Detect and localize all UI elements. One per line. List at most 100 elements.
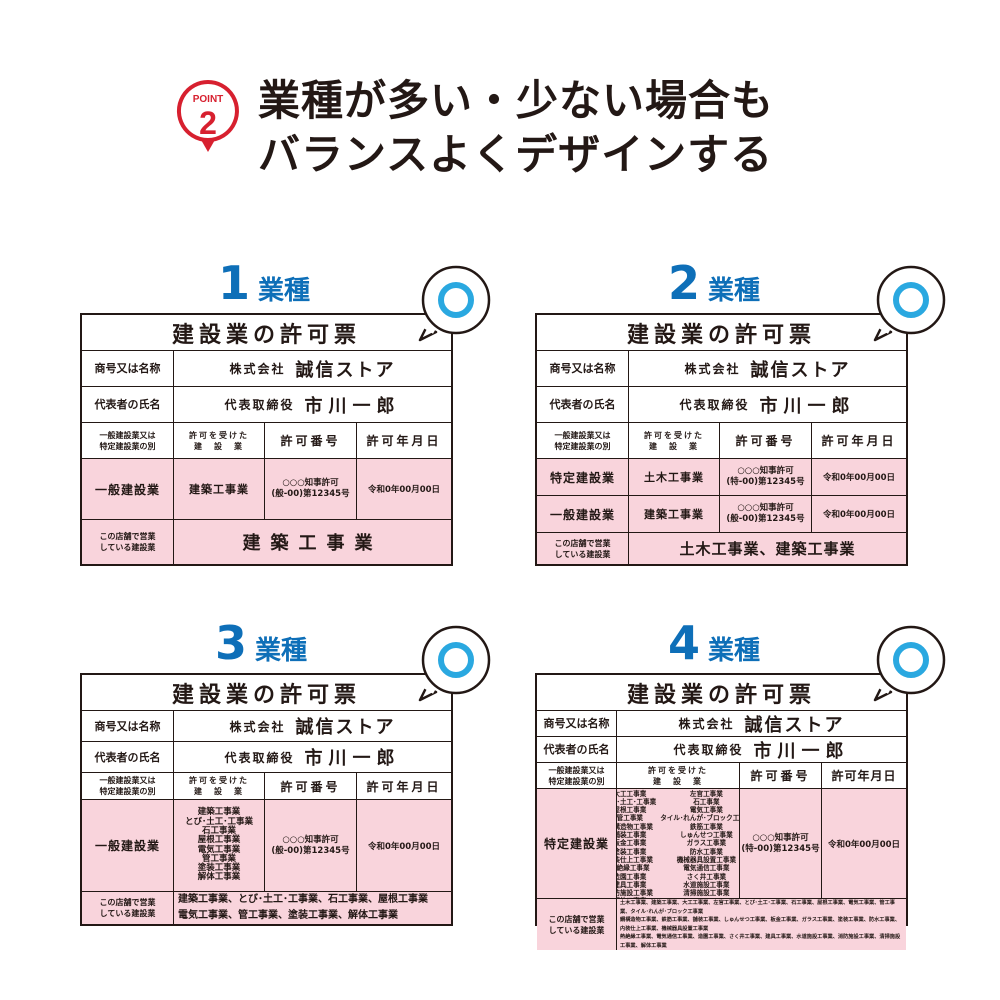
circle-ok-bubble-icon — [418, 625, 491, 702]
sign-title: 建設業の許可票 — [626, 682, 816, 708]
rep-name: 市川一郎 — [304, 395, 401, 417]
category: 特定建設業 — [537, 459, 629, 495]
trade: 塗装工事業 — [617, 847, 647, 856]
trade-list: 建築工事業 とび･土工･工事業 石工事業 屋根工事業 電気工事業 管工事業 塗装… — [184, 808, 253, 883]
section-label: 業種 — [255, 636, 308, 666]
trade: 解体工事業 — [197, 872, 241, 883]
trade: とび･土工･工事業 — [617, 797, 657, 806]
rep-label: 代表者の氏名 — [537, 737, 617, 762]
rep-name: 市川一郎 — [759, 395, 856, 417]
trade: 塗装工事業 — [197, 863, 241, 874]
permit-header: 許可番号 — [265, 773, 357, 799]
license-row: 一般建設業 建築工事業 ○○○知事許可 (般-00)第12345号 令和0年00… — [537, 496, 906, 533]
company-prefix: 株式会社 — [229, 362, 286, 376]
date-header: 許可年月日 — [366, 779, 442, 794]
trade: 建築工事業 — [174, 459, 265, 519]
type-label: 一般建設業又は 特定建設業の別 — [82, 773, 174, 799]
name-label: 商号又は名称 — [537, 711, 617, 736]
trade: 屋根工事業 — [617, 806, 647, 815]
name-label: 商号又は名称 — [82, 711, 174, 741]
rep-name: 市川一郎 — [753, 740, 850, 762]
section-title-1: 1 業種 — [218, 258, 310, 308]
rep-cell: 代表取締役 市川一郎 — [174, 742, 451, 772]
company-prefix: 株式会社 — [229, 719, 286, 734]
license-row: 一般建設業 建築工事業 とび･土工･工事業 石工事業 屋根工事業 電気工事業 管… — [82, 800, 451, 892]
license-row: 特定建設業 土木工事業建築工事業大工工事業左官工事業とび･土工･工事業石工事業屋… — [537, 789, 906, 899]
permit-header: 許可番号 — [720, 423, 812, 458]
business-row: この店舗で営業 している建設業 建築工事業 — [82, 520, 451, 564]
business-label: この店舗で営業 している建設業 — [82, 892, 174, 924]
trade-list-cell: 建築工事業 とび･土工･工事業 石工事業 屋根工事業 電気工事業 管工事業 塗装… — [174, 800, 265, 891]
date-header: 許可年月日 — [366, 434, 442, 448]
rep-label: 代表者の氏名 — [82, 742, 174, 772]
trade: 造園工事業 — [617, 872, 647, 881]
company-name: 誠信ストア — [744, 714, 845, 736]
section-number: 3 — [215, 616, 248, 670]
trade: 電気工事業 — [197, 844, 241, 855]
date-header: 許可年月日 — [821, 434, 897, 448]
company-name: 誠信ストア — [750, 359, 851, 381]
trade: 板金工事業 — [617, 839, 647, 848]
permit-date: 令和0年00月00日 — [822, 473, 896, 483]
section-label: 業種 — [258, 276, 311, 306]
headline: 業種が多い・少ない場合も バランスよくデザインする — [258, 74, 858, 182]
rep-title: 代表取締役 — [679, 398, 750, 412]
trade: しゅんせつ工事業 — [680, 831, 733, 840]
trade: 土木工事業 — [617, 789, 656, 790]
type-label: 一般建設業又は 特定建設業の別 — [82, 423, 174, 458]
trade: とび･土工･工事業 — [184, 816, 253, 827]
date-header: 許可年月日 — [831, 769, 897, 783]
trade: 電気工事業 — [689, 806, 723, 815]
permit-sign-2: 建設業の許可票 商号又は名称 株式会社 誠信ストア 代表者の氏名 代表取締役 市… — [535, 313, 908, 566]
rep-title: 代表取締役 — [224, 398, 295, 412]
business-value: 土木工事業、建築工事業、大工工事業、左官工事業、とび･土工･工事業、石工事業、屋… — [620, 900, 901, 949]
badge-word: POINT — [193, 94, 224, 105]
section-number: 2 — [668, 256, 701, 310]
trade: 建築工事業 — [660, 789, 739, 790]
business-value: 建築工事業 — [242, 533, 383, 554]
trade: 熱絶縁工事業 — [617, 864, 650, 873]
trade: 清掃施設工事業 — [683, 889, 730, 898]
badge-number: 2 — [199, 105, 217, 141]
business-row: この店舗で営業 している建設業 土木工事業、建築工事業 — [537, 533, 906, 564]
trade-grid: 土木工事業建築工事業大工工事業左官工事業とび･土工･工事業石工事業屋根工事業電気… — [617, 789, 739, 898]
trade: 建築工事業 — [629, 496, 720, 532]
trade: さく井工事業 — [686, 872, 727, 881]
trade: 土木工事業 — [629, 459, 720, 495]
rep-cell: 代表取締役 市川一郎 — [174, 387, 451, 422]
permit-header: 許可番号 — [265, 423, 357, 458]
trade-header: 許可を受けた 建 設 業 — [617, 763, 740, 788]
permit-date: 令和0年00月00日 — [827, 839, 901, 850]
permit-sign-4: 建設業の許可票 商号又は名称 株式会社 誠信ストア 代表者の氏名 代表取締役 市… — [535, 673, 908, 950]
company-cell: 株式会社 誠信ストア — [174, 351, 451, 386]
trade: 解体工事業 — [617, 897, 656, 898]
section-label: 業種 — [708, 636, 761, 666]
trade: 石工事業 — [693, 797, 720, 806]
business-label: この店舗で営業 している建設業 — [82, 520, 174, 564]
company-cell: 株式会社 誠信ストア — [617, 711, 906, 736]
category: 特定建設業 — [537, 789, 617, 898]
permit-sign-1: 建設業の許可票 商号又は名称 株式会社 誠信ストア 代表者の氏名 代表取締役 市… — [80, 313, 453, 566]
trade: 建具工事業 — [617, 880, 647, 889]
business-label: この店舗で営業 している建設業 — [537, 533, 629, 564]
trade: 機械器具設置工事業 — [676, 855, 737, 864]
business-row: この店舗で営業 している建設業 土木工事業、建築工事業、大工工事業、左官工事業、… — [537, 899, 906, 950]
point-badge-icon: POINT 2 — [176, 80, 239, 152]
rep-title: 代表取締役 — [673, 743, 744, 757]
permit-header: 許可番号 — [740, 763, 822, 788]
business-value: 建築工事業、とび･土工･工事業、石工事業、屋根工事業 電気工事業、管工事業、塗装… — [178, 894, 428, 921]
permit-number: ○○○知事許可 (般-00)第12345号 — [720, 496, 812, 532]
business-row: この店舗で営業 している建設業 建築工事業、とび･土工･工事業、石工事業、屋根工… — [82, 892, 451, 924]
company-prefix: 株式会社 — [684, 362, 741, 376]
permit-date: 令和0年00月00日 — [367, 841, 441, 852]
permit-date: 令和0年00月00日 — [822, 510, 896, 520]
trade: 大工工事業 — [617, 789, 647, 798]
rep-label: 代表者の氏名 — [537, 387, 629, 422]
permit-number: ○○○知事許可 (般-00)第12345号 — [265, 800, 357, 891]
section-title-4: 4 業種 — [668, 618, 760, 668]
headline-line-1: 業種が多い・少ない場合も — [258, 76, 775, 125]
business-value: 土木工事業、建築工事業 — [679, 540, 856, 558]
rep-title: 代表取締役 — [224, 750, 295, 765]
rep-cell: 代表取締役 市川一郎 — [629, 387, 906, 422]
trade: 管工事業 — [617, 814, 644, 823]
